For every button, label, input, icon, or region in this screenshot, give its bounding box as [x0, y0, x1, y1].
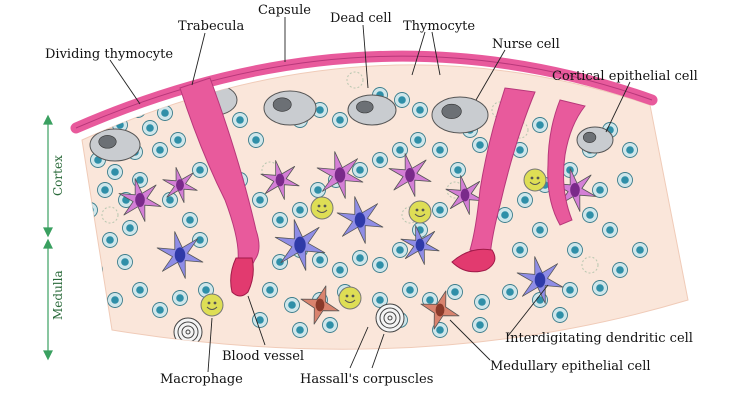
- leader-lines: [109, 17, 631, 373]
- dead-cell: [101, 206, 119, 224]
- dead-cell: [581, 256, 599, 274]
- thymocyte: [87, 262, 103, 278]
- label-dead-cell: Dead cell: [330, 11, 392, 26]
- label-hassalls-corpuscles: Hassall's corpuscles: [300, 372, 433, 387]
- label-medullary-epithelial-cell: Medullary epithelial cell: [490, 359, 651, 374]
- macrophage: [200, 293, 224, 317]
- blood-vessel-left: [230, 257, 254, 297]
- label-cortical-epithelial-cell: Cortical epithelial cell: [552, 69, 698, 84]
- macrophage: [523, 168, 547, 192]
- label-interdigitating-dendritic-cell: Interdigitating dendritic cell: [505, 331, 693, 346]
- cell-layer: [82, 71, 648, 347]
- label-capsule: Capsule: [258, 3, 311, 18]
- label-thymocyte: Thymocyte: [403, 19, 475, 34]
- macrophage: [310, 196, 334, 220]
- label-blood-vessel: Blood vessel: [222, 349, 304, 364]
- label-nurse-cell: Nurse cell: [492, 37, 560, 52]
- trabecula-right: [547, 99, 586, 226]
- cortex-label: Cortex: [51, 155, 65, 196]
- cortex-medulla-arrows: [43, 114, 53, 361]
- dead-cell: [346, 71, 364, 89]
- label-dividing-thymocyte: Dividing thymocyte: [45, 47, 173, 62]
- blood-vessel-right: [451, 248, 496, 273]
- label-macrophage: Macrophage: [160, 372, 243, 387]
- thymocyte: [82, 202, 98, 218]
- label-trabecula: Trabecula: [178, 19, 244, 34]
- macrophage: [408, 200, 432, 224]
- medulla-label: Medulla: [51, 270, 65, 320]
- macrophage: [338, 286, 362, 310]
